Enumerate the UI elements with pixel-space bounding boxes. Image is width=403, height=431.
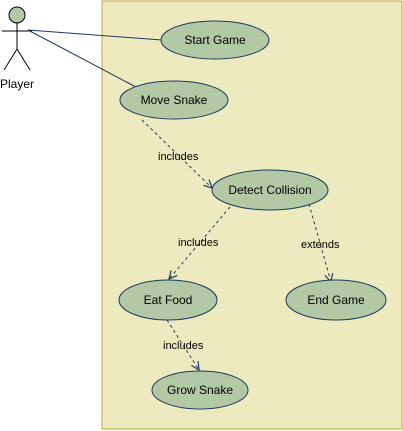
association-player-start-game xyxy=(27,29,163,41)
usecase-end-game-shape xyxy=(285,279,387,321)
relation-label-detect-eat: includes xyxy=(178,237,219,249)
usecase-move-snake-label: Move Snake xyxy=(141,93,208,107)
usecase-start-game-shape xyxy=(160,20,270,60)
usecase-detect-collision-shape xyxy=(211,169,329,211)
relation-detect-end xyxy=(308,203,331,282)
relation-eat-grow xyxy=(166,319,199,370)
usecase-grow-snake-label: Grow Snake xyxy=(167,383,233,397)
usecase-grow-snake[interactable]: Grow Snake xyxy=(151,370,249,410)
usecase-eat-food-label: Eat Food xyxy=(144,293,193,307)
usecase-eat-food-shape xyxy=(118,279,218,321)
usecase-start-game-label: Start Game xyxy=(184,33,246,47)
usecase-end-game-label: End Game xyxy=(307,293,365,307)
actor-player[interactable]: Player xyxy=(0,6,34,91)
relation-label-eat-grow: includes xyxy=(163,340,204,352)
actor-left-leg xyxy=(3,48,18,71)
actor-right-leg xyxy=(16,48,31,71)
relation-move-detect xyxy=(141,119,212,188)
usecase-move-snake[interactable]: Move Snake xyxy=(119,80,229,120)
actor-head xyxy=(8,6,26,24)
relation-detect-eat xyxy=(169,206,231,279)
usecase-end-game[interactable]: End Game xyxy=(285,279,387,321)
association-player-move-snake xyxy=(27,29,137,88)
relation-label-detect-end: extends xyxy=(301,239,340,251)
usecase-eat-food[interactable]: Eat Food xyxy=(118,279,218,321)
relation-label-move-detect: includes xyxy=(158,151,199,163)
system-boundary xyxy=(101,0,403,430)
usecase-detect-collision[interactable]: Detect Collision xyxy=(211,169,329,211)
usecase-detect-collision-label: Detect Collision xyxy=(228,183,311,197)
actor-label: Player xyxy=(0,77,34,91)
usecase-grow-snake-shape xyxy=(151,370,249,410)
usecase-move-snake-shape xyxy=(119,80,229,120)
usecase-start-game[interactable]: Start Game xyxy=(160,20,270,60)
